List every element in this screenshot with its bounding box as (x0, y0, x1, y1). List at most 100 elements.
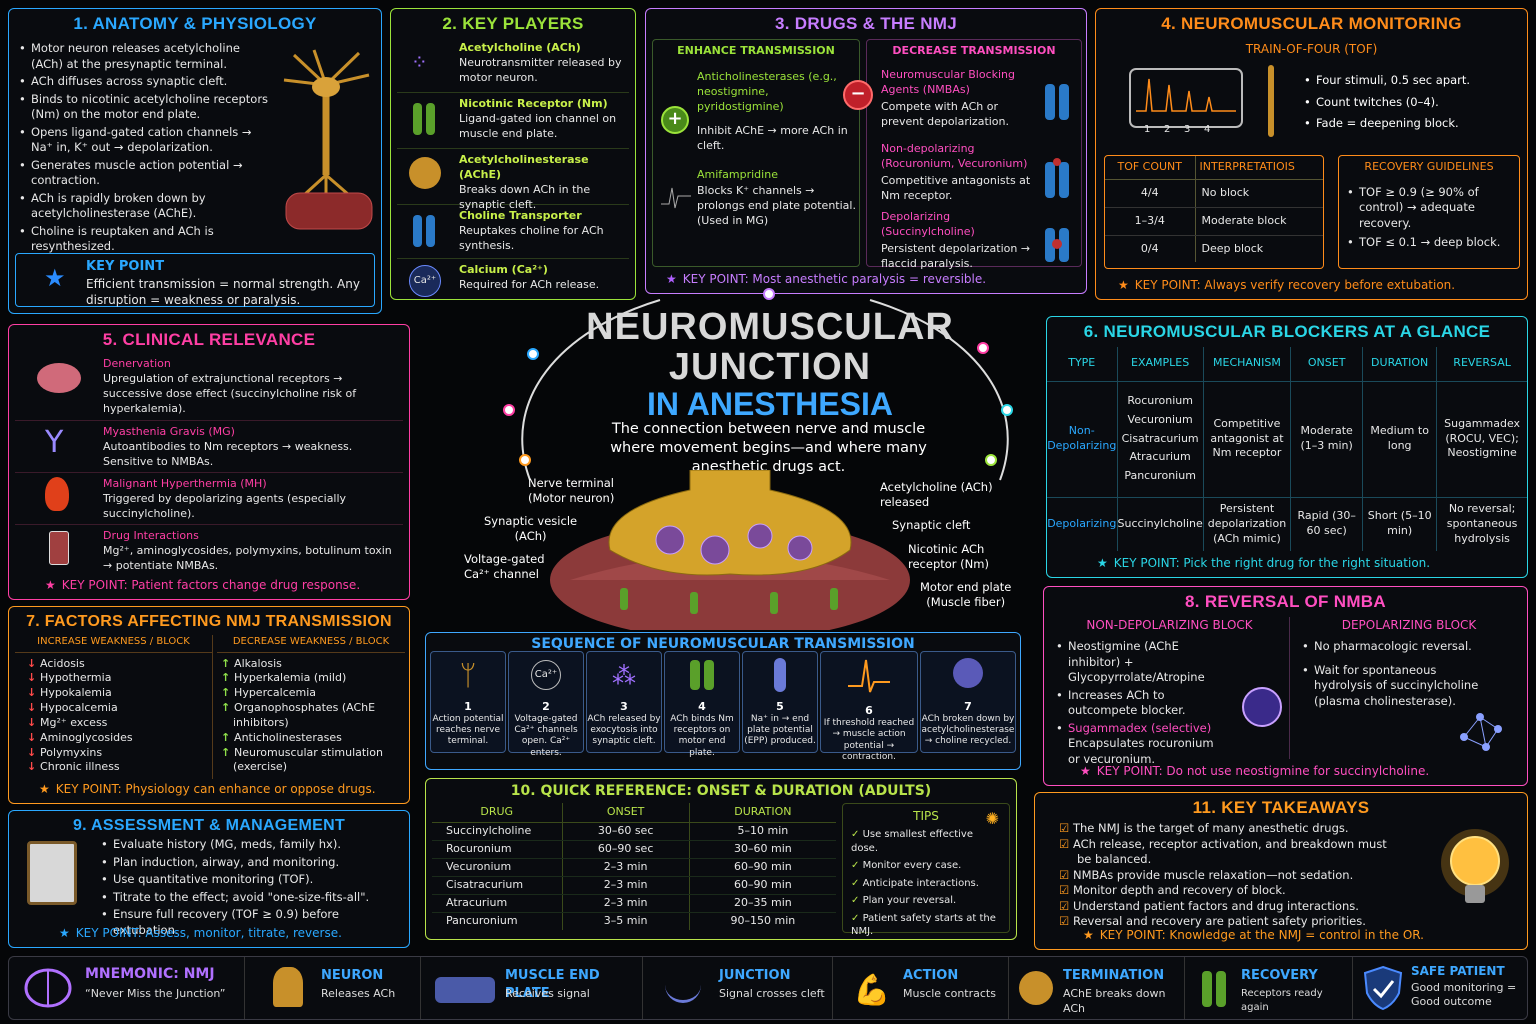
keypoint-text: KEY POINT: Pick the right drug for the r… (1113, 555, 1431, 570)
table-cell: 3–5 min (561, 912, 690, 931)
label-nicotinic-receptor: Nicotinic ACh receptor (Nm) (908, 542, 989, 571)
bottom-title: RECOVERY (1241, 968, 1318, 983)
receptor-icon (413, 103, 435, 135)
factor-text: Neuromuscular stimulation (exercise) (233, 745, 383, 774)
depolarizing-list: No pharmacologic reversal. Wait for spon… (1302, 639, 1492, 709)
label-synaptic-cleft: Synaptic cleft (892, 518, 971, 532)
arrow-up-icon: ↑ (221, 656, 235, 670)
star-icon: ★ (666, 271, 677, 286)
checkbox-icon: ☑ (1059, 836, 1073, 851)
table-cell: No reversal; spontaneous hydrolysis (1446, 501, 1518, 545)
bottom-item-junction: JUNCTION Signal crosses cleft (643, 957, 833, 1019)
table-cell: Vecuronium (432, 858, 562, 877)
step-number: 3 (620, 700, 628, 713)
drug-name: Non-depolarizing (Rocuronium, Vecuronium… (881, 142, 1028, 170)
step-text: If threshold reached → muscle action pot… (823, 718, 915, 762)
takeaways-title: 11. KEY TAKEAWAYS (1192, 798, 1370, 817)
list-item: ✓ Anticipate interactions. (851, 877, 1001, 891)
bottom-title: MNEMONIC: NMJ (85, 966, 215, 982)
table-cell: Deep block (1201, 241, 1264, 255)
list-item: Choline Transporter Reuptakes choline fo… (397, 205, 629, 259)
table-header: DURATION (1362, 347, 1438, 382)
keypoint-label: KEY POINT (86, 259, 165, 274)
calcium-icon: Ca²⁺ (531, 660, 561, 690)
table-cell: Persistent depolarization (ACh mimic) (1203, 497, 1292, 551)
bottom-item-neuron: NEURON Releases ACh (245, 957, 421, 1019)
non-depolarizing-list: Neostigmine (AChE inhibitor) + Glycopyrr… (1056, 639, 1226, 767)
table-cell: Moderate block (1195, 207, 1323, 236)
table-cell: 4/4 (1105, 179, 1196, 208)
connector-dot (763, 288, 775, 300)
enhance-header: ENHANCE TRANSMISSION (677, 44, 835, 57)
table-header: ONSET (1290, 347, 1364, 382)
bottom-subtitle: Releases ACh (321, 987, 396, 1000)
brain-icon (24, 968, 72, 1008)
factor-text: Hypercalcemia (234, 686, 317, 700)
antibody-icon: Y (45, 425, 64, 460)
panel-key-players: 2. KEY PLAYERS ⁘ Acetylcholine (ACh) Neu… (390, 8, 636, 300)
bottom-title: SAFE PATIENT (1411, 964, 1505, 978)
checkbox-icon: ☑ (1059, 898, 1073, 913)
table-header: EXAMPLES (1117, 347, 1204, 382)
tip-text: Anticipate interactions. (862, 877, 979, 889)
tip-text: Monitor every case. (862, 860, 962, 872)
bottom-subtitle: Signal crosses cleft (719, 987, 825, 1000)
table-cell: Pancuronium (446, 914, 518, 928)
center-subtitle: The connection between nerve and muscle … (610, 421, 927, 475)
sequence-step-1: ᛘ 1 Action potential reaches nerve termi… (430, 651, 506, 753)
twitch-label: 2 (1164, 124, 1171, 135)
list-item: ☑ The NMJ is the target of many anesthet… (1059, 821, 1389, 837)
lightbulb-icon (1441, 829, 1509, 903)
drug-name: Neuromuscular Blocking Agents (NMBAs) (881, 68, 1015, 96)
condition-name: Malignant Hyperthermia (MH) (103, 477, 267, 490)
assessment-list: Evaluate history (MG, meds, family hx). … (101, 837, 406, 940)
list-item: TOF ≥ 0.9 (≥ 90% of control) → adequate … (1347, 185, 1511, 232)
table-header: REVERSAL (1436, 347, 1527, 382)
takeaway-text: NMBAs provide muscle relaxation—not seda… (1072, 867, 1354, 882)
factor-text: Polymyxins (40, 745, 103, 759)
player-desc: Ligand-gated ion channel on muscle end p… (459, 111, 617, 140)
arrow-down-icon: ↓ (27, 701, 41, 715)
table-cell: 90–150 min (688, 912, 836, 931)
list-item: ☑ Understand patient factors and drug in… (1059, 899, 1389, 915)
glance-title: 6. NEUROMUSCULAR BLOCKERS AT A GLANCE (1083, 322, 1491, 341)
factor-text: Anticholinesterases (234, 730, 342, 744)
panel-blockers-glance: 6. NEUROMUSCULAR BLOCKERS AT A GLANCE TY… (1046, 316, 1528, 578)
condition-name: Drug Interactions (103, 529, 199, 542)
list-item: Generates muscle action potential → cont… (19, 158, 274, 189)
increase-column: INCREASE WEAKNESS / BLOCK ↓ Acidosis ↓ H… (15, 635, 213, 779)
label-synaptic-vesicle: Synaptic vesicle (ACh) (484, 514, 578, 543)
condition-desc: Mg²⁺, aminoglycosides, polymyxins, botul… (103, 543, 392, 572)
reversal-title: 8. REVERSAL OF NMBA (1185, 592, 1386, 611)
list-item: Drug Interactions Mg²⁺, aminoglycosides,… (15, 525, 403, 579)
table-row: Depolarizing Succinylcholine Persistent … (1047, 497, 1527, 551)
check-icon: ✓ (851, 829, 863, 841)
connector-dot (503, 404, 515, 416)
keypoint-text: KEY POINT: Patient factors change drug r… (61, 577, 361, 592)
table-cell: Cisatracurium (432, 876, 562, 895)
decrease-header: DECREASE WEAKNESS / BLOCK (217, 635, 405, 653)
list-item: ↓ Chronic illness (15, 760, 212, 775)
table-cell: Short (5–10 min) (1362, 497, 1438, 551)
takeaways-list: ☑ The NMJ is the target of many anesthet… (1059, 821, 1389, 930)
table-cell: Sugammadex (ROCU, VEC); Neostigmine (1436, 381, 1527, 498)
star-icon: ★ (44, 264, 66, 292)
takeaway-text: Monitor depth and recovery of block. (1072, 883, 1286, 898)
table-cell: 60–90 min (688, 858, 836, 877)
bottom-subtitle: “Never Miss the Junction” (85, 987, 226, 1000)
bottom-title: JUNCTION (719, 968, 791, 983)
recovery-box: RECOVERY GUIDELINES TOF ≥ 0.9 (≥ 90% of … (1338, 155, 1520, 269)
label-nerve-terminal: Nerve terminal (Motor neuron) (528, 476, 615, 505)
table-cell: 60–90 sec (561, 840, 690, 859)
reversal-keypoint: ★KEY POINT: Do not use neostigmine for s… (1080, 763, 1519, 779)
star-icon: ★ (59, 925, 70, 940)
step-text: Voltage-gated Ca²⁺ channels open. Ca²⁺ e… (514, 713, 578, 758)
list-item: ☑ ACh release, receptor activation, and … (1059, 837, 1389, 868)
drug-name: Anticholinesterases (e.g., neostigmine, … (697, 70, 837, 113)
table-cell: 20–35 min (688, 894, 836, 913)
table-cell: 0/4 (1105, 235, 1196, 263)
panel-drugs: 3. DRUGS & THE NMJ ENHANCE TRANSMISSION … (645, 8, 1087, 294)
table-cell: Rocuronium (432, 840, 562, 859)
list-item: ↑ Anticholinesterases (217, 731, 405, 746)
